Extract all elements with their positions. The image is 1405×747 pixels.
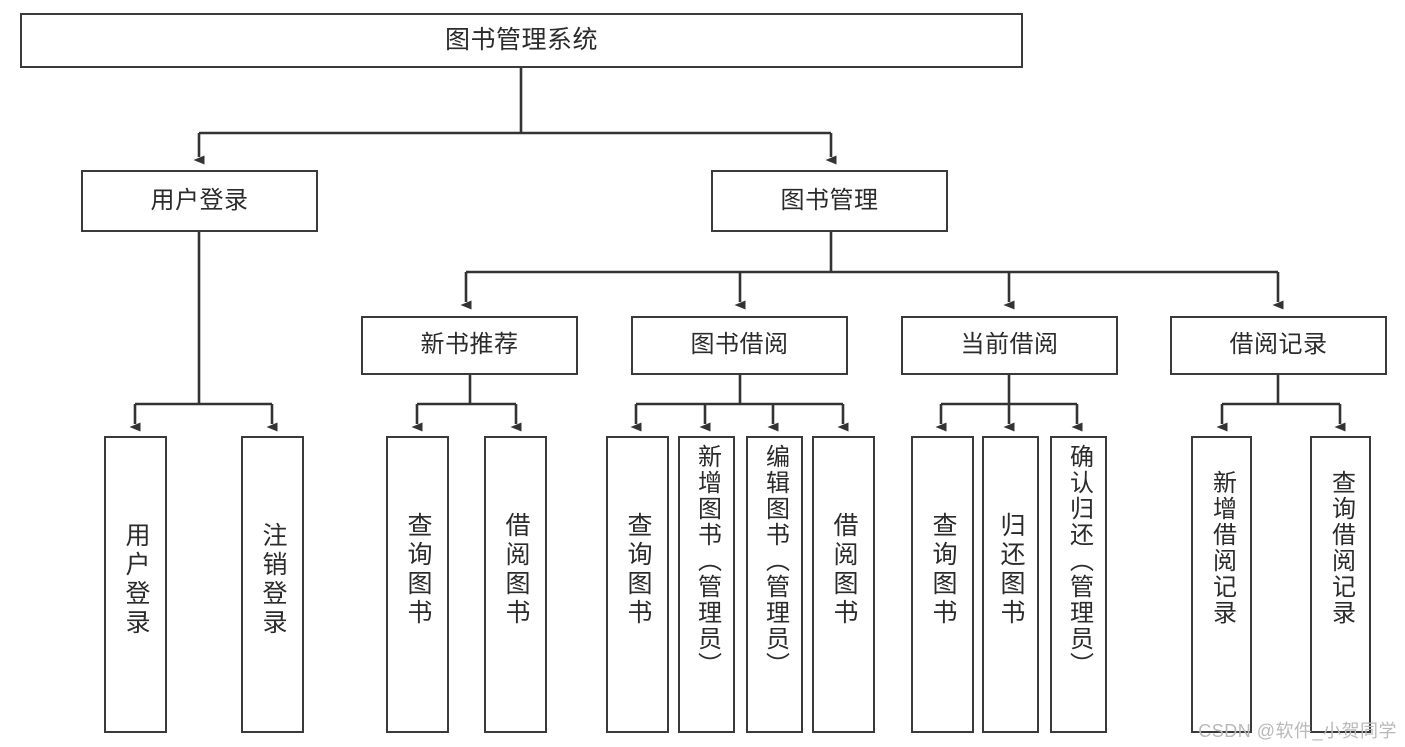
edge-currentborrow-to-leaves (935, 375, 1083, 432)
leaf-query-book-2-label: 查询图书 (624, 512, 652, 628)
node-root[interactable]: 图书管理系统 (20, 13, 1023, 68)
node-book-manage-label: 图书管理 (780, 186, 879, 214)
node-user-login[interactable]: 用户登录 (81, 170, 318, 232)
node-borrow-record-label: 借阅记录 (1229, 331, 1328, 359)
leaf-confirm-return[interactable]: 确认归还（管理员） (1050, 436, 1107, 733)
leaf-user-login[interactable]: 用户登录 (104, 436, 167, 733)
leaf-query-book-1-label: 查询图书 (404, 512, 432, 628)
leaf-borrow-book-2[interactable]: 借阅图书 (812, 436, 875, 733)
leaf-return-book-label: 归还图书 (997, 512, 1025, 628)
node-user-login-label: 用户登录 (150, 186, 249, 214)
leaf-return-book[interactable]: 归还图书 (982, 436, 1039, 733)
edge-newbook-to-leaves (411, 375, 522, 432)
leaf-add-record-label: 新增借阅记录 (1208, 470, 1236, 626)
edge-bookmanage-to-level3 (460, 232, 1284, 310)
leaf-borrow-book-1-label: 借阅图书 (502, 512, 530, 628)
leaf-query-book-3[interactable]: 查询图书 (911, 436, 974, 733)
edge-root-to-level2 (193, 68, 837, 165)
watermark: CSDN @软件_小贺同学 (1198, 721, 1397, 741)
leaf-borrow-book-2-label: 借阅图书 (830, 512, 858, 628)
edge-bookborrow-to-leaves (630, 375, 849, 432)
leaf-add-book-label: 新增图书（管理员） (693, 444, 721, 678)
node-current-borrow-label: 当前借阅 (960, 331, 1059, 359)
node-book-borrow-label: 图书借阅 (690, 331, 789, 359)
leaf-add-book[interactable]: 新增图书（管理员） (678, 436, 735, 733)
node-book-manage[interactable]: 图书管理 (711, 170, 948, 232)
node-new-book-rec[interactable]: 新书推荐 (361, 316, 578, 375)
leaf-borrow-book-1[interactable]: 借阅图书 (484, 436, 547, 733)
leaf-edit-book-label: 编辑图书（管理员） (761, 444, 789, 678)
leaf-query-book-1[interactable]: 查询图书 (386, 436, 449, 733)
leaf-query-book-3-label: 查询图书 (929, 512, 957, 628)
leaf-edit-book[interactable]: 编辑图书（管理员） (746, 436, 803, 733)
node-current-borrow[interactable]: 当前借阅 (901, 316, 1118, 375)
edge-userlogin-to-leaves (129, 232, 278, 432)
leaf-query-record[interactable]: 查询借阅记录 (1310, 436, 1371, 733)
leaf-confirm-return-label: 确认归还（管理员） (1065, 444, 1093, 678)
leaf-query-record-label: 查询借阅记录 (1327, 470, 1355, 626)
leaf-logout-label: 注销登录 (259, 522, 287, 638)
edge-borrowrecord-to-leaves (1216, 375, 1346, 432)
node-borrow-record[interactable]: 借阅记录 (1170, 316, 1387, 375)
leaf-logout[interactable]: 注销登录 (241, 436, 304, 733)
node-root-label: 图书管理系统 (444, 25, 598, 54)
leaf-user-login-label: 用户登录 (122, 522, 150, 638)
leaf-query-book-2[interactable]: 查询图书 (606, 436, 669, 733)
leaf-add-record[interactable]: 新增借阅记录 (1191, 436, 1252, 733)
node-book-borrow[interactable]: 图书借阅 (631, 316, 848, 375)
node-new-book-rec-label: 新书推荐 (420, 331, 519, 359)
